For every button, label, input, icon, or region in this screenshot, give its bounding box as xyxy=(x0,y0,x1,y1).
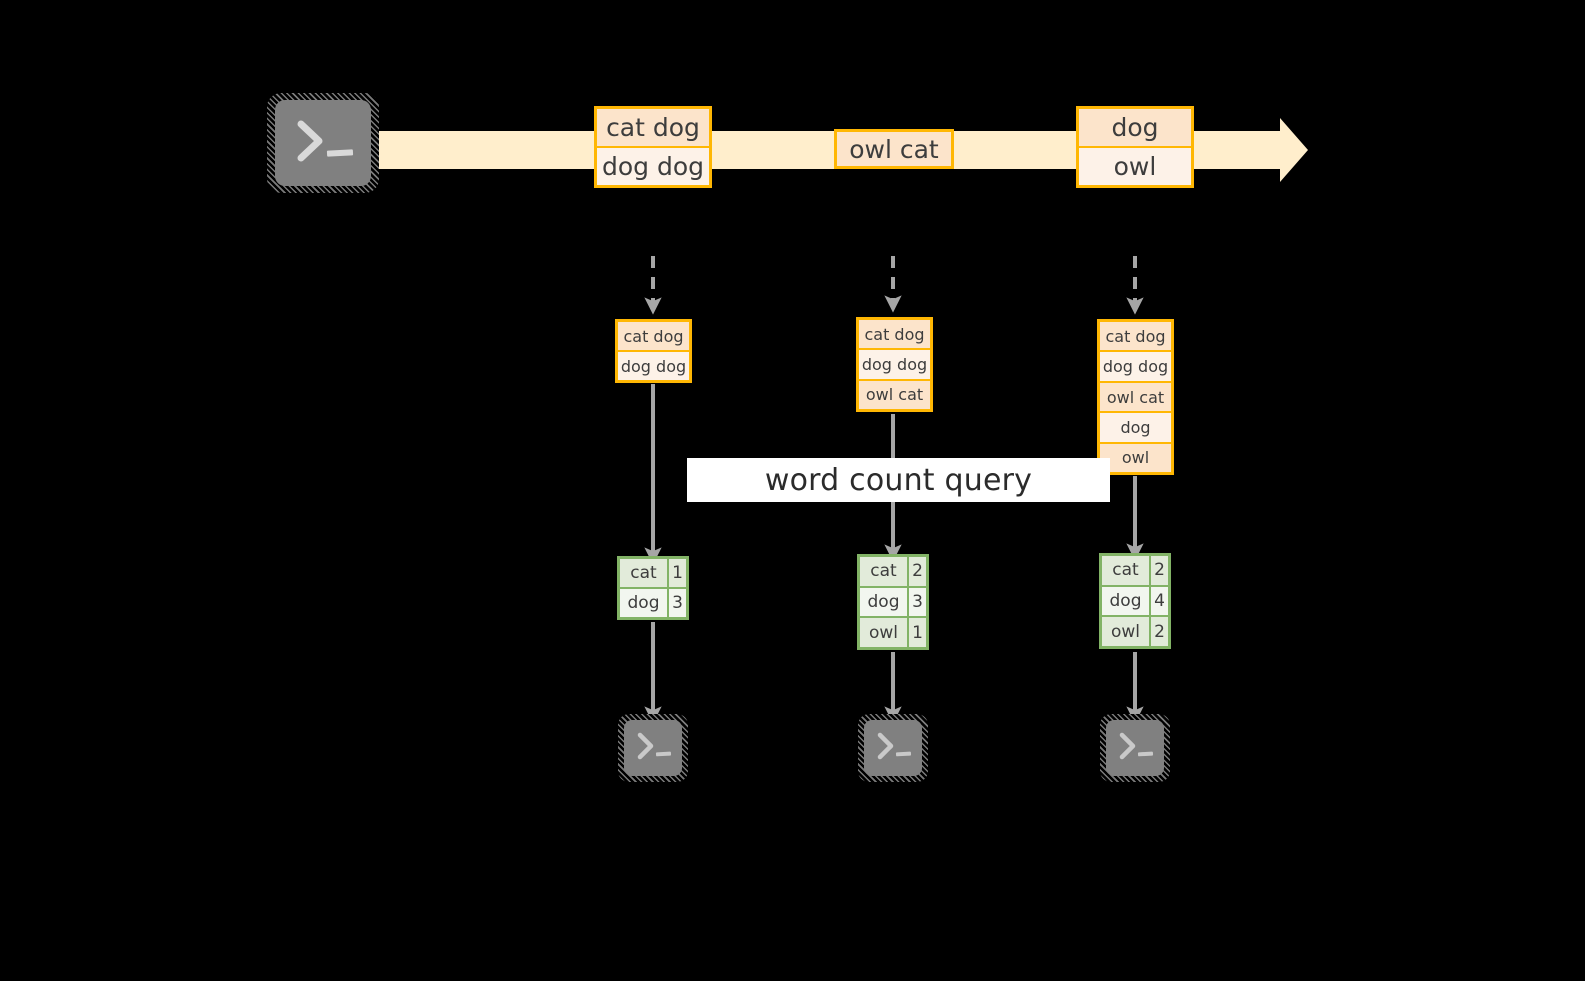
snapshot-input-table-1: cat dog dog dog xyxy=(615,319,692,383)
stream-line: owl cat xyxy=(837,132,951,166)
input-row: dog dog xyxy=(859,348,930,379)
stream-line: dog xyxy=(1079,109,1191,146)
stream-group-3: dog owl xyxy=(1076,106,1194,188)
sink-terminal-icon-3[interactable] xyxy=(1106,720,1164,776)
query-label: word count query xyxy=(764,462,1033,498)
input-row: dog dog xyxy=(618,350,689,380)
result-word: dog xyxy=(860,587,907,617)
input-row: dog xyxy=(1100,411,1171,442)
source-terminal-icon[interactable] xyxy=(275,100,371,186)
stream-line: cat dog xyxy=(597,109,709,146)
result-word: owl xyxy=(1102,617,1149,646)
result-word: dog xyxy=(620,589,667,617)
snapshot-input-table-3: cat dog dog dog owl cat dog owl xyxy=(1097,319,1174,475)
result-row: owl 1 xyxy=(860,616,926,647)
result-count: 3 xyxy=(907,587,926,617)
result-count: 4 xyxy=(1149,586,1168,616)
stream-arrowhead xyxy=(1280,118,1308,182)
result-word: dog xyxy=(1102,586,1149,616)
result-count: 3 xyxy=(667,589,686,617)
input-row: cat dog xyxy=(618,322,689,350)
sink-terminal-icon-1[interactable] xyxy=(624,720,682,776)
result-table-1: cat 1 dog 3 xyxy=(617,556,689,620)
input-row: owl cat xyxy=(859,378,930,409)
result-row: dog 3 xyxy=(860,585,926,617)
input-row: cat dog xyxy=(1100,322,1171,351)
input-row: owl xyxy=(1100,441,1171,472)
sink-terminal-icon-2[interactable] xyxy=(864,720,922,776)
result-count: 2 xyxy=(1149,556,1168,585)
result-count: 2 xyxy=(907,557,926,586)
result-word: cat xyxy=(860,557,907,586)
result-table-2: cat 2 dog 3 owl 1 xyxy=(857,554,929,650)
input-row: dog dog xyxy=(1100,350,1171,381)
stream-group-2: owl cat xyxy=(834,129,954,169)
result-table-3: cat 2 dog 4 owl 2 xyxy=(1099,553,1171,649)
result-word: cat xyxy=(1102,556,1149,585)
result-count: 1 xyxy=(667,559,686,587)
result-row: cat 2 xyxy=(860,557,926,586)
result-row: dog 4 xyxy=(1102,584,1168,616)
input-row: cat dog xyxy=(859,320,930,349)
result-row: cat 1 xyxy=(620,559,686,587)
input-row: owl cat xyxy=(1100,380,1171,412)
result-word: cat xyxy=(620,559,667,587)
result-count: 1 xyxy=(907,618,926,647)
result-row: owl 2 xyxy=(1102,615,1168,646)
stream-line: dog dog xyxy=(597,146,709,185)
snapshot-input-table-2: cat dog dog dog owl cat xyxy=(856,317,933,412)
result-word: owl xyxy=(860,618,907,647)
query-label-band: word count query xyxy=(687,458,1110,502)
stream-line: owl xyxy=(1079,146,1191,185)
result-row: dog 3 xyxy=(620,587,686,617)
result-row: cat 2 xyxy=(1102,556,1168,585)
result-count: 2 xyxy=(1149,617,1168,646)
stream-group-1: cat dog dog dog xyxy=(594,106,712,188)
